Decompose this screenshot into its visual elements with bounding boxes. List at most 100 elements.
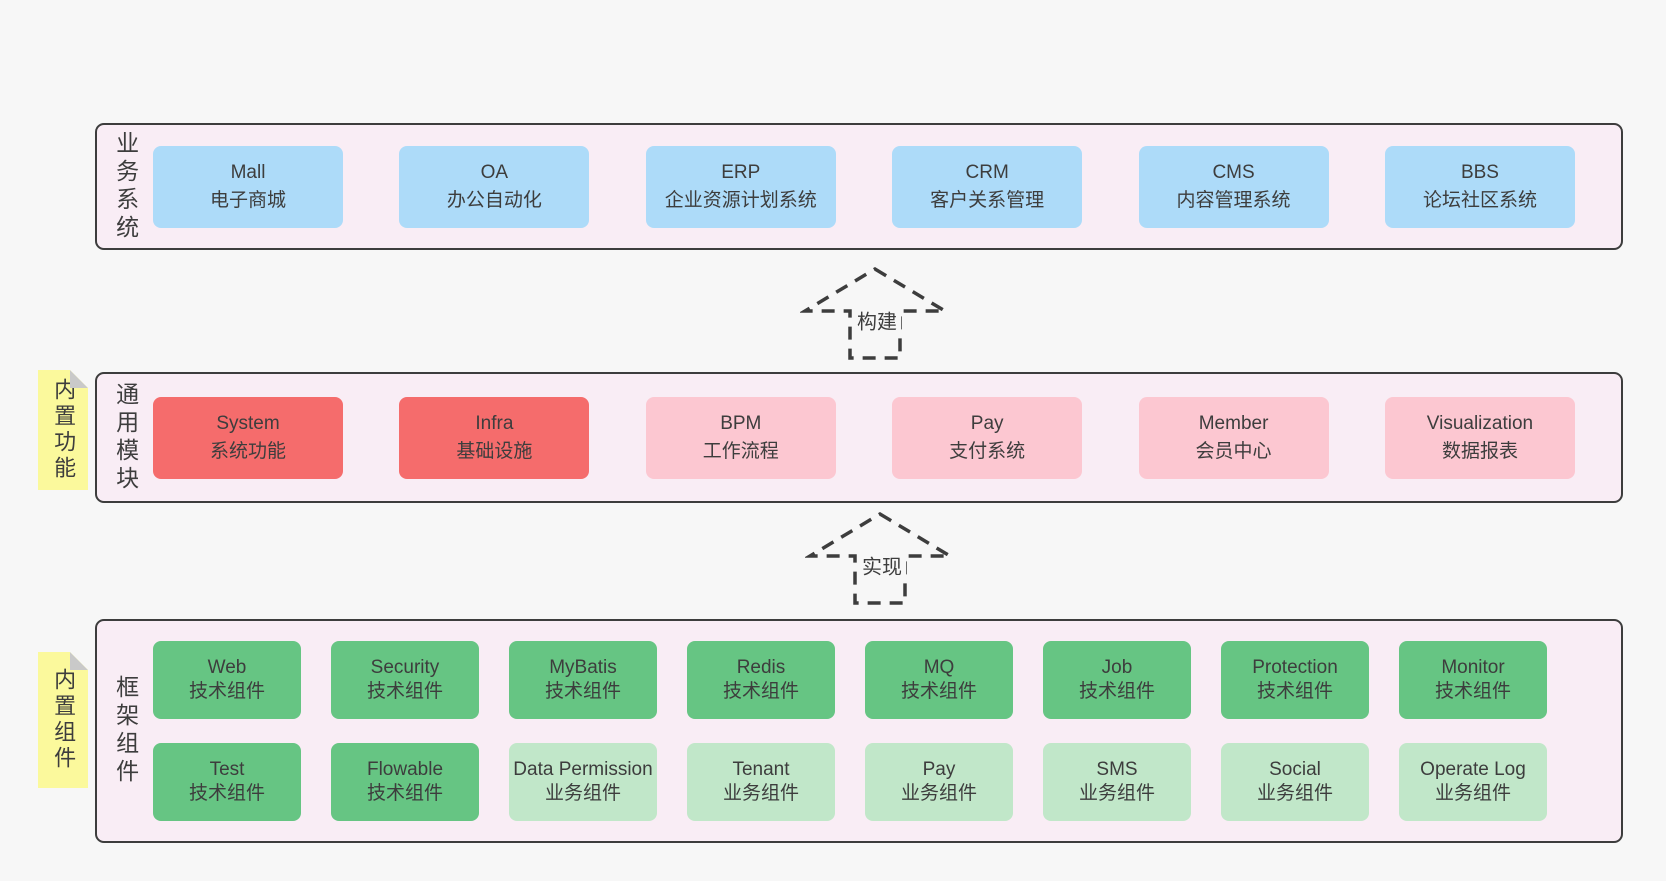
box-flowable-title: Flowable — [366, 759, 444, 780]
implement-arrow-label: 实现 — [858, 548, 906, 582]
business-systems-row: Mall 电子商城 OA 办公自动化 ERP 企业资源计划系统 CRM 客户关系… — [153, 145, 1621, 228]
folded-corner-icon — [70, 652, 88, 670]
box-pay-component-subtitle: 业务组件 — [900, 783, 977, 804]
framework-components-label-column: 框架组件 — [97, 675, 153, 787]
box-protection-title: Protection — [1252, 657, 1338, 678]
box-tenant-subtitle: 业务组件 — [722, 783, 799, 804]
box-test: Test 技术组件 — [153, 743, 301, 821]
build-arrow-label: 构建 — [853, 303, 901, 337]
box-erp-title: ERP — [721, 161, 761, 183]
box-sms-title: SMS — [1096, 759, 1138, 780]
box-system-title: System — [216, 412, 280, 434]
box-erp: ERP 企业资源计划系统 — [645, 145, 836, 228]
box-monitor: Monitor 技术组件 — [1399, 641, 1547, 719]
box-mq: MQ 技术组件 — [865, 641, 1013, 719]
box-flowable-subtitle: 技术组件 — [366, 783, 443, 804]
box-crm: CRM 客户关系管理 — [892, 145, 1083, 228]
box-system-subtitle: 系统功能 — [209, 440, 286, 462]
box-monitor-subtitle: 技术组件 — [1434, 681, 1511, 702]
box-bpm-title: BPM — [720, 412, 762, 434]
box-operate-log: Operate Log 业务组件 — [1399, 743, 1547, 821]
box-member: Member 会员中心 — [1138, 396, 1329, 479]
box-job: Job 技术组件 — [1043, 641, 1191, 719]
box-job-title: Job — [1101, 657, 1133, 678]
box-tenant-title: Tenant — [732, 759, 790, 780]
box-bpm-subtitle: 工作流程 — [702, 440, 779, 462]
box-security: Security 技术组件 — [331, 641, 479, 719]
box-visualization: Visualization 数据报表 — [1384, 396, 1575, 479]
framework-components-label: 框架组件 — [112, 675, 139, 787]
box-protection-subtitle: 技术组件 — [1256, 681, 1333, 702]
box-infra-title: Infra — [475, 412, 514, 434]
built-in-features-sticky: 内置功能 — [38, 370, 88, 490]
common-modules-row: System 系统功能 Infra 基础设施 BPM 工作流程 Pay 支付系统… — [153, 396, 1621, 479]
box-member-title: Member — [1198, 412, 1269, 434]
box-cms-title: CMS — [1212, 161, 1255, 183]
business-systems-label: 业务系统 — [112, 130, 139, 243]
box-pay-module: Pay 支付系统 — [892, 396, 1083, 479]
box-pay-module-subtitle: 支付系统 — [949, 440, 1026, 462]
box-cms: CMS 内容管理系统 — [1138, 145, 1329, 228]
box-web-title: Web — [207, 657, 247, 678]
box-oa: OA 办公自动化 — [399, 145, 590, 228]
box-tenant: Tenant 业务组件 — [687, 743, 835, 821]
box-mq-title: MQ — [923, 657, 955, 678]
folded-corner-icon — [70, 370, 88, 388]
box-job-subtitle: 技术组件 — [1078, 681, 1155, 702]
box-pay-component-title: Pay — [922, 759, 956, 780]
box-social-title: Social — [1269, 759, 1321, 780]
box-cms-subtitle: 内容管理系统 — [1176, 189, 1291, 211]
box-bbs: BBS 论坛社区系统 — [1384, 145, 1575, 228]
box-bbs-subtitle: 论坛社区系统 — [1422, 189, 1537, 211]
box-sms: SMS 业务组件 — [1043, 743, 1191, 821]
box-data-permission-subtitle: 业务组件 — [544, 783, 621, 804]
box-oa-title: OA — [480, 161, 509, 183]
box-flowable: Flowable 技术组件 — [331, 743, 479, 821]
box-mall-subtitle: 电子商城 — [209, 189, 286, 211]
box-sms-subtitle: 业务组件 — [1078, 783, 1155, 804]
box-bpm: BPM 工作流程 — [645, 396, 836, 479]
box-infra: Infra 基础设施 — [399, 396, 590, 479]
box-mybatis: MyBatis 技术组件 — [509, 641, 657, 719]
box-redis: Redis 技术组件 — [687, 641, 835, 719]
box-oa-subtitle: 办公自动化 — [446, 189, 542, 211]
box-mq-subtitle: 技术组件 — [900, 681, 977, 702]
build-arrow-icon — [800, 266, 950, 360]
common-modules-label: 通用模块 — [112, 381, 139, 494]
box-data-permission-title: Data Permission — [513, 759, 653, 780]
framework-components-row-2: Test 技术组件 Flowable 技术组件 Data Permission … — [153, 743, 1547, 821]
implement-arrow-icon — [805, 511, 955, 605]
box-infra-subtitle: 基础设施 — [456, 440, 533, 462]
common-modules-label-column: 通用模块 — [97, 382, 153, 494]
framework-components-grid: Web 技术组件 Security 技术组件 MyBatis 技术组件 Redi… — [153, 641, 1621, 821]
box-pay-module-title: Pay — [970, 412, 1004, 434]
framework-components-row-1: Web 技术组件 Security 技术组件 MyBatis 技术组件 Redi… — [153, 641, 1547, 719]
box-test-title: Test — [209, 759, 245, 780]
framework-components-panel: 框架组件 Web 技术组件 Security 技术组件 MyBatis 技术组件… — [95, 619, 1623, 843]
box-security-title: Security — [370, 657, 440, 678]
box-operate-log-subtitle: 业务组件 — [1434, 783, 1511, 804]
box-crm-subtitle: 客户关系管理 — [930, 189, 1045, 211]
box-test-subtitle: 技术组件 — [188, 783, 265, 804]
built-in-components-label: 内置组件 — [51, 668, 77, 772]
box-web-subtitle: 技术组件 — [188, 681, 265, 702]
box-erp-subtitle: 企业资源计划系统 — [664, 189, 817, 211]
box-protection: Protection 技术组件 — [1221, 641, 1369, 719]
box-mall: Mall 电子商城 — [153, 145, 343, 228]
box-social-subtitle: 业务组件 — [1256, 783, 1333, 804]
box-system: System 系统功能 — [153, 396, 343, 479]
box-web: Web 技术组件 — [153, 641, 301, 719]
box-visualization-subtitle: 数据报表 — [1441, 440, 1518, 462]
box-redis-title: Redis — [736, 657, 786, 678]
box-pay-component: Pay 业务组件 — [865, 743, 1013, 821]
built-in-features-label: 内置功能 — [51, 378, 77, 482]
box-redis-subtitle: 技术组件 — [722, 681, 799, 702]
box-bbs-title: BBS — [1460, 161, 1499, 183]
box-mybatis-title: MyBatis — [549, 657, 617, 678]
box-member-subtitle: 会员中心 — [1195, 440, 1272, 462]
box-security-subtitle: 技术组件 — [366, 681, 443, 702]
box-operate-log-title: Operate Log — [1420, 759, 1526, 780]
box-mall-title: Mall — [230, 161, 266, 183]
business-systems-panel: 业务系统 Mall 电子商城 OA 办公自动化 ERP 企业资源计划系统 CRM… — [95, 123, 1623, 250]
